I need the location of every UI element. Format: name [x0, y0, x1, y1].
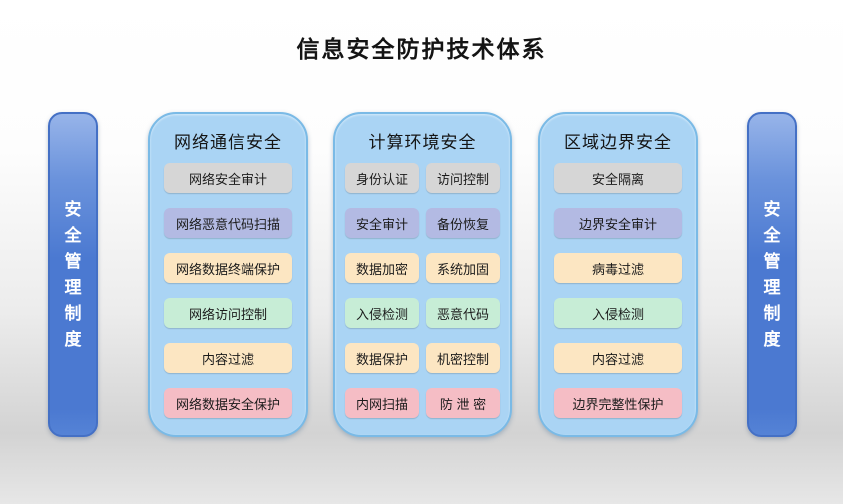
pillar-label: 安全管理制度 [764, 201, 781, 348]
tech-item: 访问控制 [426, 163, 500, 193]
pillar-security-management-left: 安全管理制度 [48, 112, 98, 437]
tech-item: 机密控制 [426, 343, 500, 373]
pillar-char: 安 [64, 200, 82, 219]
tech-item: 网络数据安全保护 [164, 388, 292, 418]
pillar-char: 安 [763, 200, 781, 219]
tech-item: 身份认证 [345, 163, 419, 193]
pillar-char: 度 [763, 330, 781, 349]
pillar-char: 理 [763, 278, 781, 297]
tech-item: 防 泄 密 [426, 388, 500, 418]
pillar-char: 全 [763, 226, 781, 245]
page-title: 信息安全防护技术体系 [296, 36, 547, 62]
tech-item: 数据保护 [345, 343, 419, 373]
tech-item: 入侵检测 [554, 298, 682, 328]
tech-item: 病毒过滤 [554, 253, 682, 283]
tech-item: 网络访问控制 [164, 298, 292, 328]
column-computing-environment-security: 计算环境安全 身份认证访问控制安全审计备份恢复数据加密系统加固入侵检测恶意代码数… [333, 112, 512, 437]
tech-item: 备份恢复 [426, 208, 500, 238]
tech-item: 内网扫描 [345, 388, 419, 418]
column-header: 网络通信安全 [174, 132, 282, 152]
tech-item: 系统加固 [426, 253, 500, 283]
column-network-communication-security: 网络通信安全 网络安全审计网络恶意代码扫描网络数据终端保护网络访问控制内容过滤网… [148, 112, 308, 437]
column-header: 计算环境安全 [368, 132, 477, 152]
column-items: 安全隔离边界安全审计病毒过滤入侵检测内容过滤边界完整性保护 [540, 163, 696, 418]
pillar-char: 制 [64, 304, 82, 323]
tech-item: 网络数据终端保护 [164, 253, 292, 283]
column-items: 网络安全审计网络恶意代码扫描网络数据终端保护网络访问控制内容过滤网络数据安全保护 [150, 163, 306, 418]
column-area-boundary-security: 区域边界安全 安全隔离边界安全审计病毒过滤入侵检测内容过滤边界完整性保护 [538, 112, 698, 437]
pillar-char: 管 [763, 252, 781, 271]
tech-item: 数据加密 [345, 253, 419, 283]
pillar-char: 理 [64, 278, 82, 297]
pillar-security-management-right: 安全管理制度 [747, 112, 797, 437]
column-items: 身份认证访问控制安全审计备份恢复数据加密系统加固入侵检测恶意代码数据保护机密控制… [335, 163, 510, 418]
tech-item: 网络恶意代码扫描 [164, 208, 292, 238]
tech-item: 边界安全审计 [554, 208, 682, 238]
tech-item: 安全审计 [345, 208, 419, 238]
tech-item: 安全隔离 [554, 163, 682, 193]
tech-item: 内容过滤 [554, 343, 682, 373]
tech-item: 入侵检测 [345, 298, 419, 328]
pillar-label: 安全管理制度 [65, 201, 82, 348]
tech-item: 网络安全审计 [164, 163, 292, 193]
pillar-char: 全 [64, 226, 82, 245]
pillar-char: 度 [64, 330, 82, 349]
tech-item: 恶意代码 [426, 298, 500, 328]
pillar-char: 制 [763, 304, 781, 323]
column-header: 区域边界安全 [564, 132, 672, 152]
tech-item: 边界完整性保护 [554, 388, 682, 418]
pillar-char: 管 [64, 252, 82, 271]
tech-item: 内容过滤 [164, 343, 292, 373]
